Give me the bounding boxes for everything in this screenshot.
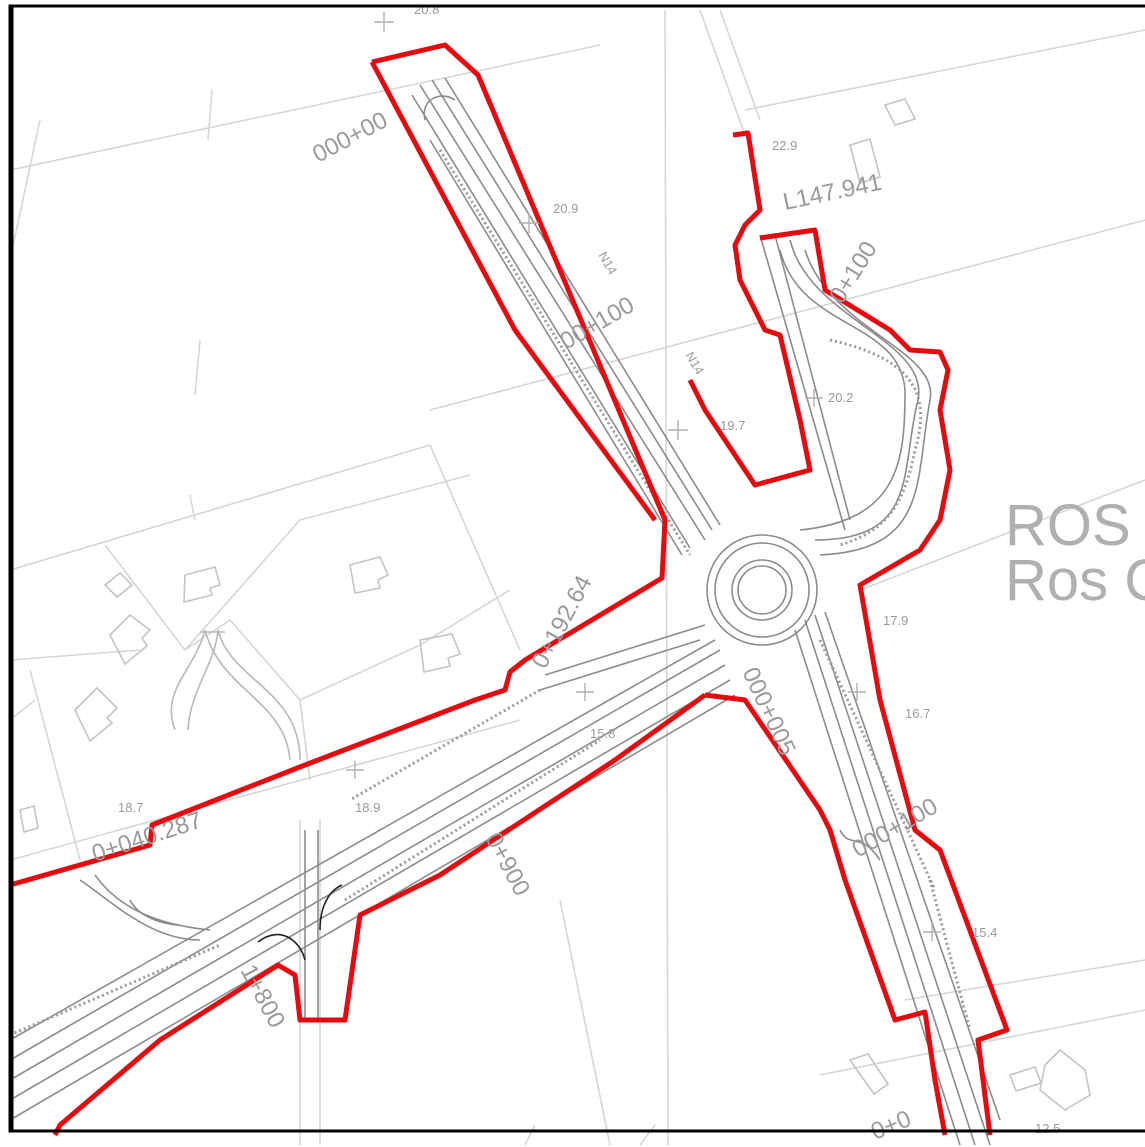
level-label: 15.8	[590, 726, 615, 741]
level-label: 18.9	[355, 800, 380, 815]
chainage-label: 1+800	[235, 960, 290, 1032]
access-road	[170, 629, 301, 761]
level-label: 20.8	[414, 2, 439, 17]
chainage-label: 0+900	[480, 828, 535, 900]
level-label: 20.2	[828, 390, 853, 405]
road-alignments	[9, 77, 1001, 1146]
level-label: 18.7	[118, 800, 143, 815]
chainage-label: 0+0	[867, 1105, 915, 1145]
verge-hatching	[9, 149, 972, 1037]
level-label: 19.7	[720, 418, 745, 433]
roundabout	[706, 534, 818, 646]
town-name-mixed: Ros C	[1005, 548, 1145, 613]
level-label: 20.9	[553, 201, 578, 216]
chainage-label: 000+005	[737, 663, 801, 760]
level-markers	[346, 12, 941, 941]
chainage-label: 000+00	[308, 107, 392, 169]
level-label: 15.4	[972, 925, 997, 940]
chainage-label: 000+100	[848, 793, 943, 863]
site-boundary	[9, 42, 1010, 1137]
kerb-arcs	[257, 884, 343, 961]
road-label-n14-b: N14	[682, 349, 707, 377]
level-label: 17.9	[883, 613, 908, 628]
chainage-label: 0+100	[824, 237, 883, 308]
level-label: 12.5	[1035, 1121, 1060, 1136]
town-name-upper: ROS	[1005, 493, 1131, 558]
level-label: 16.7	[905, 706, 930, 721]
level-label: 22.9	[772, 138, 797, 153]
chainage-label: 0+040.287	[89, 807, 206, 868]
road-label-n14-a: N14	[595, 249, 620, 277]
building-footprints	[19, 98, 1091, 1111]
chainage-label: L147.941	[781, 169, 885, 216]
